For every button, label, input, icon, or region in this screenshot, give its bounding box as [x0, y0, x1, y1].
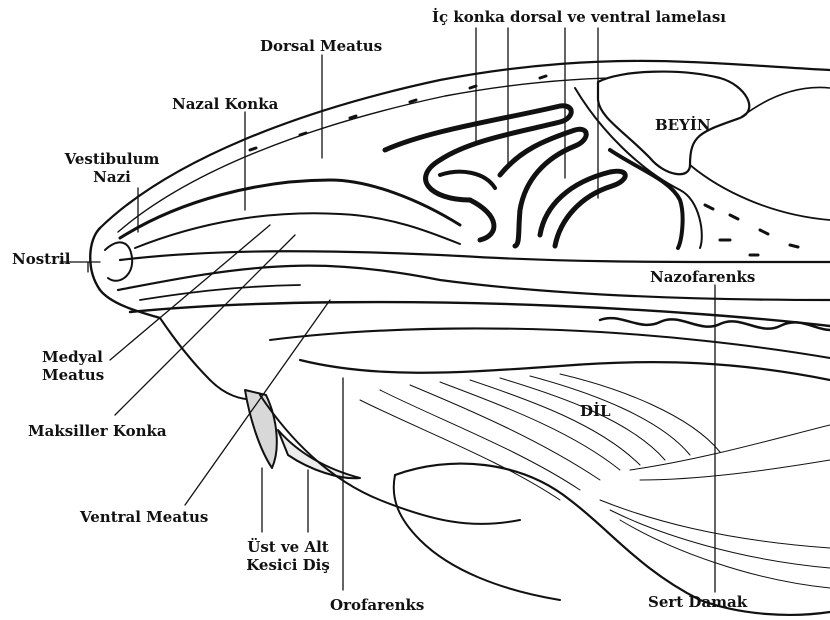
- maxillary-concha-2: [140, 285, 300, 300]
- vestibule: [105, 242, 132, 280]
- label-ic-konka: İç konka dorsal ve ventral lamelası: [432, 8, 726, 26]
- ethmoid-turbinate-6: [440, 172, 495, 188]
- label-maksiller-konka: Maksiller Konka: [28, 422, 167, 440]
- label-sert-damak: Sert Damak: [648, 593, 747, 611]
- ethmoid-turbinate-1: [385, 106, 571, 200]
- tongue-tip: [394, 475, 560, 600]
- soft-palate: [270, 328, 830, 358]
- upper-incisor: [245, 390, 277, 468]
- label-orofarenks: Orofarenks: [330, 596, 424, 614]
- brain-inner: [740, 87, 830, 118]
- ethmoid-turbinate-4: [540, 171, 625, 246]
- label-kesici-dis: Üst ve Alt Kesici Diş: [228, 538, 348, 574]
- tongue-base: [395, 464, 830, 615]
- sphenoid-bone: [690, 165, 830, 220]
- label-vestibulum-line1: Vestibulum: [58, 150, 166, 168]
- label-beyin: BEYİN: [655, 116, 711, 134]
- label-vestibulum-line2: Nazi: [58, 168, 166, 186]
- label-kesici-line2: Kesici Diş: [228, 556, 348, 574]
- ethmoid-turbinate-2: [470, 200, 494, 240]
- label-kesici-line1: Üst ve Alt: [228, 538, 348, 556]
- label-dil: DİL: [580, 402, 611, 420]
- label-nostril: Nostril: [12, 250, 70, 268]
- nasal-concha-2: [135, 213, 460, 248]
- label-nazal-konka: Nazal Konka: [172, 95, 278, 113]
- upper-lip: [160, 318, 258, 400]
- tongue-outline: [300, 360, 830, 380]
- label-medyal-meatus: Medyal Meatus: [42, 348, 104, 384]
- label-medyal-line2: Meatus: [42, 366, 104, 384]
- label-dorsal-meatus: Dorsal Meatus: [260, 37, 382, 55]
- nasal-concha: [120, 180, 460, 238]
- cavity-floor: [120, 251, 830, 262]
- label-nazofarenks: Nazofarenks: [650, 268, 755, 286]
- label-medyal-line1: Medyal: [42, 348, 104, 366]
- lower-incisor: [278, 430, 360, 478]
- label-vestibulum-nazi: Vestibulum Nazi: [58, 150, 166, 186]
- label-ventral-meatus: Ventral Meatus: [80, 508, 208, 526]
